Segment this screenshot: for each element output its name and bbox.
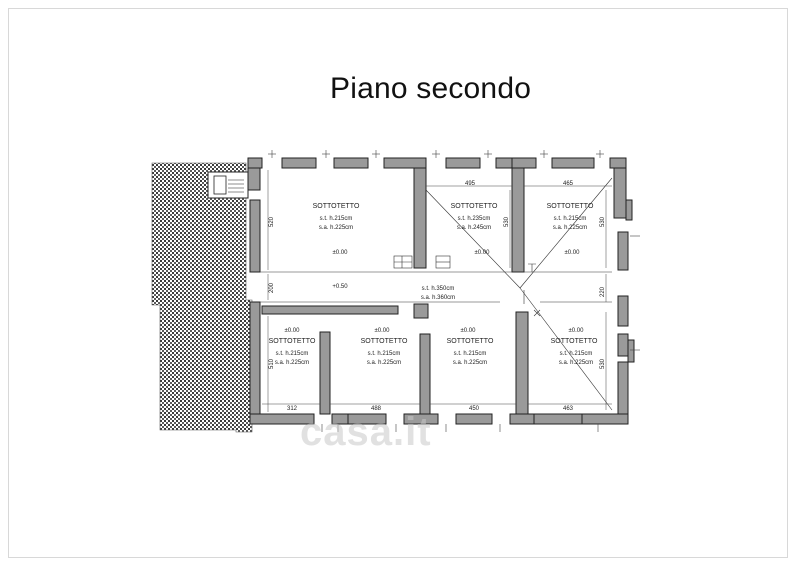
corridor-sa: s.a. h.360cm xyxy=(421,295,455,301)
dim-bot-463: 463 xyxy=(563,406,574,412)
stair-steps xyxy=(213,175,227,195)
dim-right-220: 220 xyxy=(600,286,606,297)
dim-bot-312: 312 xyxy=(287,406,298,412)
dim-bot-488: 488 xyxy=(371,406,382,412)
room-level-bot-1: ±0.00 xyxy=(285,328,301,334)
room-st-top-mid: s.t. h.235cm xyxy=(458,216,491,222)
dim-left-510: 510 xyxy=(269,358,275,369)
room-sa-bot-3: s.a. h.225cm xyxy=(453,360,487,366)
room-name-top-right: SOTTOTETTO xyxy=(547,203,594,210)
room-level-top-mid: ±0.00 xyxy=(475,250,491,256)
room-st-top-left: s.t. h.215cm xyxy=(320,216,353,222)
room-name-bot-4: SOTTOTETTO xyxy=(551,338,598,345)
outer-walls xyxy=(247,157,629,425)
room-name-top-left: SOTTOTETTO xyxy=(313,203,360,210)
dim-left-520: 520 xyxy=(269,216,275,227)
room-sa-bot-4: s.a. h.225cm xyxy=(559,360,593,366)
room-level-bot-2: ±0.00 xyxy=(375,328,391,334)
dim-top-495: 495 xyxy=(465,181,476,187)
drawing-sheet xyxy=(8,8,788,558)
adjacent-roof xyxy=(151,162,253,433)
window-marks xyxy=(268,150,640,432)
dim-right-530b: 530 xyxy=(600,358,606,369)
dim-top-465: 465 xyxy=(563,181,574,187)
corridor-steps xyxy=(393,255,541,317)
watermark-logo: casa.it xyxy=(300,410,432,454)
wall-projections xyxy=(625,199,635,363)
room-st-top-right: s.t. h.215cm xyxy=(554,216,587,222)
room-level-top-left: ±0.00 xyxy=(333,250,349,256)
room-st-bot-2: s.t. h.215cm xyxy=(368,351,401,357)
room-level-bot-3: ±0.00 xyxy=(461,328,477,334)
dim-right-530a: 530 xyxy=(600,216,606,227)
room-sa-bot-1: s.a. h.225cm xyxy=(275,360,309,366)
room-level-top-right: ±0.00 xyxy=(565,250,581,256)
room-level-bot-4: ±0.00 xyxy=(569,328,585,334)
roof-hip-lines xyxy=(425,177,613,411)
room-st-bot-1: s.t. h.215cm xyxy=(276,351,309,357)
room-sa-top-right: s.a. h.225cm xyxy=(553,225,587,231)
room-name-bot-2: SOTTOTETTO xyxy=(361,338,408,345)
stair-treads xyxy=(228,179,244,193)
corridor-level: +0.50 xyxy=(332,284,348,290)
interior-walls xyxy=(261,167,529,415)
corridor-lines xyxy=(260,271,612,303)
room-name-top-mid: SOTTOTETTO xyxy=(451,203,498,210)
room-st-bot-3: s.t. h.215cm xyxy=(454,351,487,357)
dimension-lines xyxy=(262,170,612,412)
room-sa-bot-2: s.a. h.225cm xyxy=(367,360,401,366)
page-title: Piano secondo xyxy=(330,72,532,105)
corridor-st: s.t. h.350cm xyxy=(422,286,455,292)
dim-left-200: 200 xyxy=(269,282,275,293)
room-sa-top-mid: s.a. h.245cm xyxy=(457,225,491,231)
room-st-bot-4: s.t. h.215cm xyxy=(560,351,593,357)
room-name-bot-3: SOTTOTETTO xyxy=(447,338,494,345)
dim-mid-530: 530 xyxy=(504,216,510,227)
room-name-bot-1: SOTTOTETTO xyxy=(269,338,316,345)
room-sa-top-left: s.a. h.225cm xyxy=(319,225,353,231)
dim-bot-450: 450 xyxy=(469,406,480,412)
